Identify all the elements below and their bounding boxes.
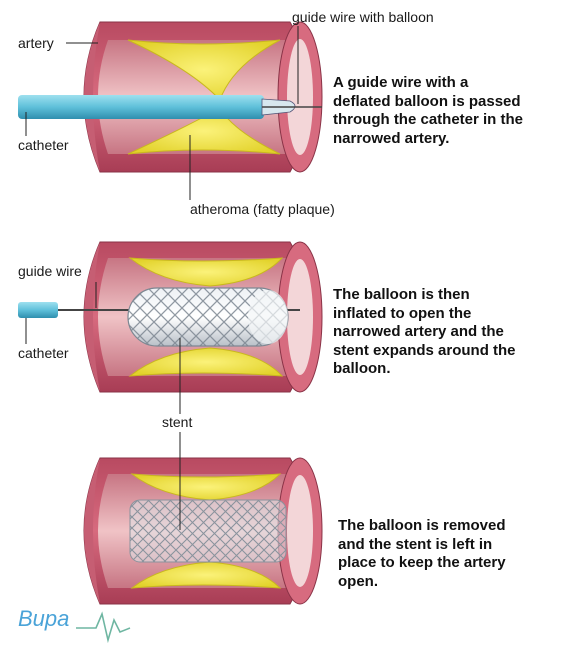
bupa-logo: Bupa	[18, 606, 69, 632]
label-artery: artery	[18, 35, 54, 51]
catheter-2	[18, 302, 58, 318]
label-catheter-top: catheter	[18, 137, 69, 153]
description-step-3: The balloon is removed and the stent is …	[338, 517, 573, 591]
description-step-1: A guide wire with a deflated balloon is …	[333, 74, 573, 148]
label-stent: stent	[162, 414, 192, 430]
label-catheter-middle: catheter	[18, 345, 69, 361]
description-step-2: The balloon is then inflated to open the…	[333, 286, 573, 379]
catheter-1	[18, 95, 264, 119]
label-atheroma: atheroma (fatty plaque)	[190, 201, 335, 217]
artery-panel-3	[84, 458, 322, 604]
balloon-inflated	[248, 290, 288, 344]
label-guide-wire: guide wire	[18, 263, 82, 279]
logo-pulse-icon	[76, 614, 130, 640]
label-guide-wire-with-balloon: guide wire with balloon	[292, 9, 434, 25]
